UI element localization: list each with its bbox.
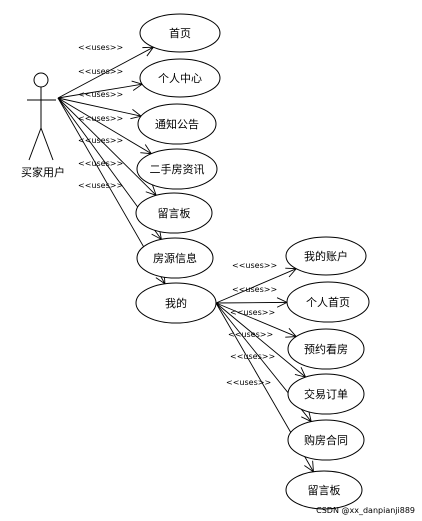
use-case-notice-label: 通知公告 <box>155 117 199 131</box>
mine-use-case-trade_orders-label: 交易订单 <box>304 387 348 401</box>
use-case-personal_center-label: 个人中心 <box>158 72 202 85</box>
mine-use-case-trade_orders: 交易订单 <box>287 373 365 415</box>
use-case-notice-ellipse <box>137 103 217 145</box>
mine-uses-arrow-my_account-line <box>215 268 297 304</box>
uses-arrow-message_board-line <box>57 97 157 196</box>
use-case-home: 首页 <box>139 13 221 53</box>
uses-arrow-secondhand_info-line <box>57 97 152 155</box>
use-case-message_board-label: 留言板 <box>158 206 191 220</box>
use-case-secondhand_info: 二手房资讯 <box>136 148 218 190</box>
use-case-message_board-ellipse <box>135 192 213 234</box>
mine-use-case-profile_home-label: 个人首页 <box>306 295 350 309</box>
mine-use-case-profile_home-ellipse <box>286 281 370 323</box>
use-case-notice: 通知公告 <box>137 103 217 145</box>
mine-uses-label-mine_message_board: <<uses>> <box>226 378 271 387</box>
uses-label-home: <<uses>> <box>78 43 123 52</box>
uses-label-message_board: <<uses>> <box>78 136 123 145</box>
mine-use-case-booking_viewing-ellipse <box>287 328 365 370</box>
use-cases: 首页个人中心通知公告二手房资讯留言板房源信息我的我的账户个人首页预约看房交易订单… <box>135 13 370 510</box>
actor-right-leg <box>40 127 54 161</box>
mine-uses-label-purchase_contract: <<uses>> <box>230 352 275 361</box>
use-case-home-label: 首页 <box>169 26 191 40</box>
mine-uses-arrow-profile_home-line <box>215 301 288 304</box>
use-case-personal_center: 个人中心 <box>139 58 221 98</box>
mine-uses-arrow-profile_home <box>215 297 289 308</box>
use-case-personal_center-ellipse <box>139 58 221 98</box>
use-case-mine: 我的 <box>135 282 217 324</box>
use-case-secondhand_info-label: 二手房资讯 <box>150 162 205 176</box>
mine-use-case-my_account: 我的账户 <box>285 236 367 276</box>
actor-name: 买家用户 <box>21 165 65 179</box>
uses-label-notice: <<uses>> <box>78 90 123 99</box>
mine-use-case-mine_message_board-ellipse <box>285 470 363 510</box>
use-case-listing_info-label: 房源信息 <box>153 251 197 265</box>
uses-label-secondhand_info: <<uses>> <box>78 114 123 123</box>
actor-left-leg <box>28 127 42 161</box>
mine-use-case-booking_viewing: 预约看房 <box>287 328 365 370</box>
mine-use-case-mine_message_board-label: 留言板 <box>308 483 341 497</box>
mine-uses-label-my_account: <<uses>> <box>232 261 277 270</box>
mine-uses-label-booking_viewing: <<uses>> <box>230 308 275 317</box>
uses-arrow-notice-line <box>57 97 142 117</box>
uses-label-mine: <<uses>> <box>78 181 123 190</box>
uses-label-personal_center: <<uses>> <box>78 67 123 76</box>
use-case-listing_info: 房源信息 <box>136 237 214 279</box>
mine-use-case-purchase_contract-label: 购房合同 <box>304 433 348 447</box>
mine-use-case-my_account-ellipse <box>285 236 367 276</box>
use-case-listing_info-ellipse <box>136 237 214 279</box>
use-case-message_board: 留言板 <box>135 192 213 234</box>
mine-use-case-my_account-label: 我的账户 <box>304 249 348 263</box>
use-case-home-ellipse <box>139 13 221 53</box>
use-case-mine-ellipse <box>135 282 217 324</box>
use-case-secondhand_info-ellipse <box>136 148 218 190</box>
mine-use-case-profile_home: 个人首页 <box>286 281 370 323</box>
mine-uses-label-trade_orders: <<uses>> <box>228 330 273 339</box>
mine-uses-arrow-trade_orders-line <box>215 302 306 378</box>
uses-arrow-home-line <box>57 46 154 99</box>
uses-arrow-secondhand_info <box>57 97 153 155</box>
use-case-mine-label: 我的 <box>165 296 187 310</box>
uses-arrow-personal_center-line <box>57 83 143 99</box>
mine-use-case-purchase_contract-ellipse <box>287 419 365 461</box>
actor <box>27 72 56 161</box>
mine-use-case-booking_viewing-label: 预约看房 <box>304 342 348 356</box>
watermark: CSDN @xx_danpianji889 <box>316 506 415 515</box>
relationship-labels: <<uses>> <<uses>> <<uses>> <<uses>> <<uses>>… <box>78 43 277 387</box>
actor-head <box>33 72 49 88</box>
mine-uses-arrow-booking_viewing-line <box>215 302 297 337</box>
mine-uses-label-profile_home: <<uses>> <box>232 285 277 294</box>
mine-use-case-mine_message_board: 留言板 <box>285 470 363 510</box>
mine-use-case-trade_orders-ellipse <box>287 373 365 415</box>
mine-use-case-purchase_contract: 购房合同 <box>287 419 365 461</box>
uses-label-listing_info: <<uses>> <box>78 159 123 168</box>
